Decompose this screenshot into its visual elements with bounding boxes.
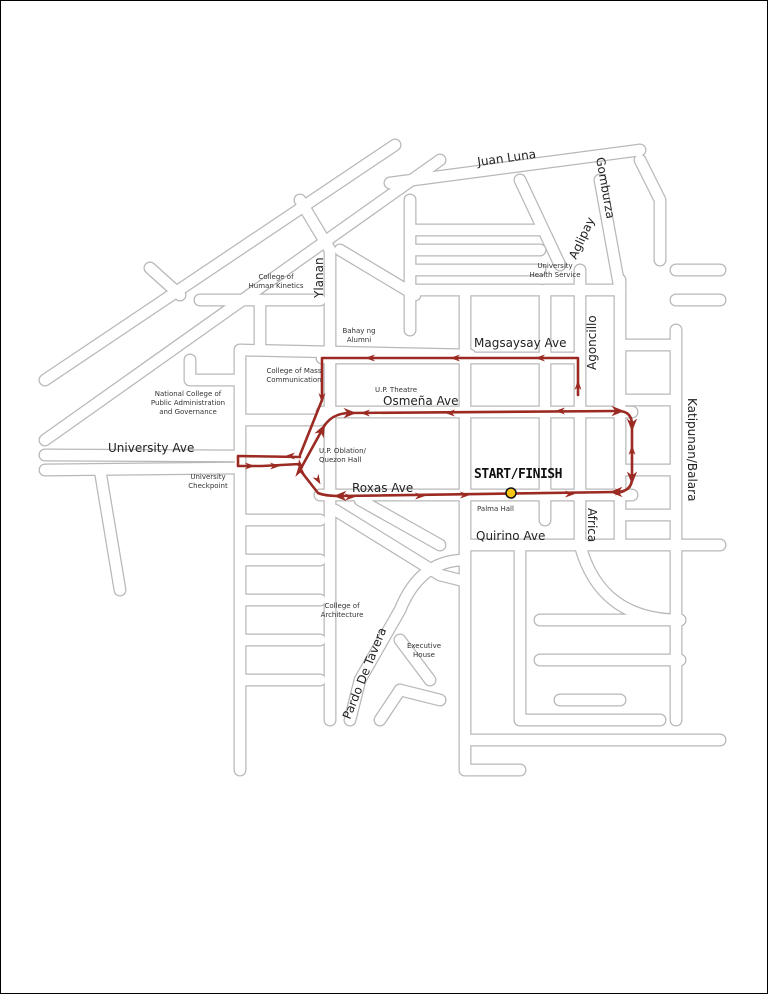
road: [574, 539, 686, 626]
route-main-loop: [295, 405, 638, 502]
road: [594, 174, 626, 296]
label-executive-house: Executive: [407, 642, 441, 650]
road: [384, 144, 646, 189]
route-arrow-icon: [365, 354, 375, 362]
label-human-kinetics: College of: [258, 273, 294, 281]
road: [394, 684, 446, 706]
street-roxas: Roxas Ave: [352, 481, 413, 495]
road-network: [38, 138, 727, 777]
route-arrow-icon: [270, 462, 280, 470]
label-architecture: College of: [324, 602, 360, 610]
road: [94, 464, 126, 596]
route-magsaysay-loop: [298, 356, 580, 457]
start-finish-marker: [505, 487, 517, 499]
route-arrow-icon: [285, 452, 295, 460]
route-arrow-icon: [318, 393, 326, 403]
road: [39, 139, 401, 386]
road: [374, 684, 406, 726]
street-aglipay: Aglipay: [566, 215, 598, 261]
route-arrow-icon: [555, 407, 565, 415]
road: [634, 154, 666, 266]
route-arrow-icon: [565, 490, 575, 498]
label-checkpoint: University: [190, 473, 225, 481]
labels: Juan Luna Gomburza Aglipay Ylanan Agonci…: [108, 147, 699, 721]
street-university: University Ave: [108, 441, 194, 455]
road: [184, 354, 246, 386]
label-mass-comm-2: Communication: [266, 376, 321, 384]
label-health-service-2: Health Service: [529, 271, 580, 279]
street-magsaysay: Magsaysay Ave: [474, 336, 567, 350]
street-ylanan: Ylanan: [312, 257, 326, 299]
route-arrow-icon: [460, 491, 470, 499]
road: [39, 462, 246, 476]
label-human-kinetics-2: Human Kinetics: [249, 282, 304, 290]
route-arrow-icon: [360, 409, 370, 417]
route-arrow-icon: [312, 473, 321, 485]
street-africa: Africa: [585, 508, 599, 542]
label-health-service: University: [537, 262, 572, 270]
route-arrow-icon: [245, 462, 255, 470]
label-ncpag-2: Public Administration: [151, 399, 225, 407]
route-arrow-icon: [615, 488, 625, 496]
road: [294, 194, 336, 256]
road: [514, 174, 566, 271]
label-bahay-ng-alumni: Bahay ng: [342, 327, 375, 335]
label-ncpag: National College of: [155, 390, 222, 398]
route-arrow-icon: [628, 445, 636, 455]
road: [329, 504, 466, 586]
route-arrow-icon: [535, 354, 545, 362]
street-osmena: Osmeña Ave: [383, 394, 459, 408]
route-arrow-icon: [415, 492, 425, 500]
road: [334, 244, 421, 301]
label-ncpag-3: and Governance: [159, 408, 217, 416]
street-quirino: Quirino Ave: [476, 529, 545, 543]
road: [354, 494, 446, 551]
route-arrow-icon: [293, 458, 304, 469]
road: [344, 554, 471, 726]
route-arrow-icon: [450, 354, 460, 362]
label-palma-hall: Palma Hall: [477, 505, 514, 513]
start-finish-label: START/FINISH: [474, 467, 562, 482]
road: [394, 634, 436, 686]
road: [39, 449, 246, 462]
label-checkpoint-2: Checkpoint: [188, 482, 228, 490]
race-route: [236, 354, 638, 502]
label-mass-comm: College of Mass: [267, 367, 322, 375]
label-architecture-2: Architecture: [321, 611, 364, 619]
label-oblation-2: Quezon Hall: [319, 456, 361, 464]
street-katipunan: Katipunan/Balara: [685, 398, 699, 501]
road: [144, 262, 186, 301]
street-agoncillo: Agoncillo: [585, 315, 599, 370]
label-oblation: U.P. Oblation/: [319, 447, 367, 455]
route-arrow-icon: [574, 380, 582, 390]
route-arrows: [245, 354, 636, 501]
route-arrow-icon: [445, 409, 455, 417]
label-bahay-ng-alumni-2: Alumni: [347, 336, 371, 344]
route-arrow-icon: [345, 493, 355, 501]
label-executive-house-2: House: [413, 651, 435, 659]
label-up-theatre: U.P. Theatre: [375, 386, 417, 394]
